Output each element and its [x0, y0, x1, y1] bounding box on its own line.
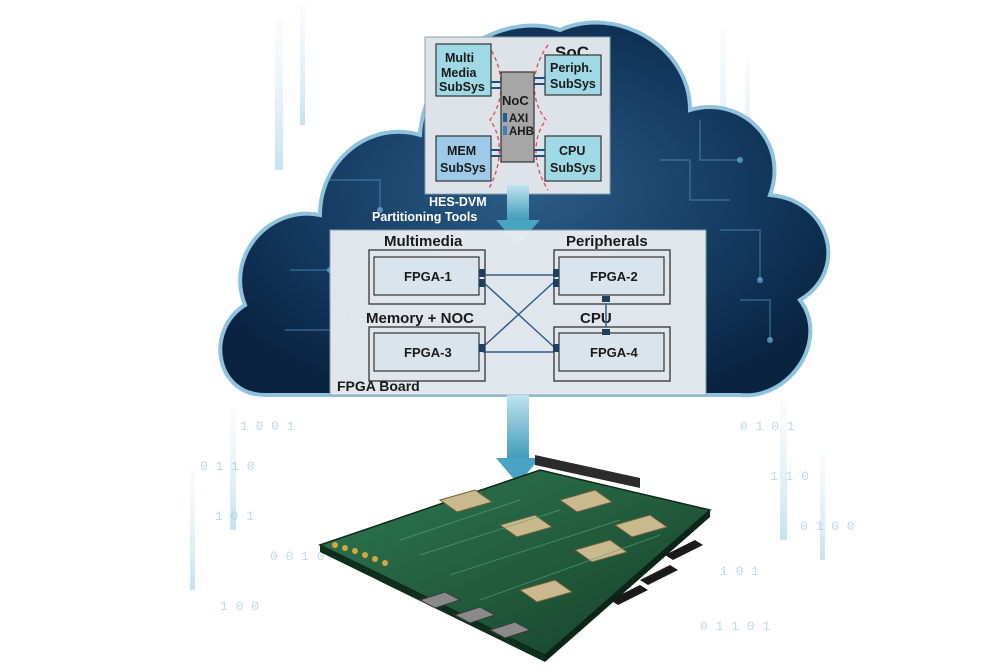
multimedia-subsys-box	[435, 43, 492, 97]
bus-ahb: AHB	[509, 126, 534, 138]
soc-panel: SoC Multi Media SubSys Periph. SubSys ME…	[424, 36, 611, 195]
mem-line1: MEM	[447, 144, 476, 158]
periph-line2: SubSys	[550, 77, 596, 91]
group-multimedia: Multimedia	[384, 233, 463, 250]
fpga1-box	[373, 256, 480, 296]
fpga2-box	[558, 256, 665, 296]
group-memory-noc: Memory + NOC	[366, 310, 474, 327]
fpga4-label: FPGA-4	[590, 345, 638, 360]
svg-text:1 1 0: 1 1 0	[770, 469, 809, 484]
group-cpu: CPU	[580, 310, 612, 327]
mem-line2: SubSys	[440, 161, 486, 175]
multimedia-line3: SubSys	[439, 80, 485, 94]
fpga2-label: FPGA-2	[590, 269, 638, 284]
multimedia-line2: Media	[441, 66, 477, 80]
fpga3-label: FPGA-3	[404, 345, 452, 360]
svg-text:1 0 1: 1 0 1	[720, 564, 759, 579]
noc-title: NoC	[502, 93, 529, 108]
periph-line1: Periph.	[550, 61, 592, 75]
svg-text:0 0 1 0: 0 0 1 0	[270, 549, 325, 564]
fpga-board-photo	[318, 455, 712, 662]
tools-line2: Partitioning Tools	[372, 210, 477, 224]
arrow-to-pcb	[496, 395, 540, 484]
svg-text:1 0 0: 1 0 0	[220, 599, 259, 614]
periph-subsys-box	[544, 54, 602, 96]
svg-text:1 0 1: 1 0 1	[215, 509, 254, 524]
svg-text:0 1 0 1: 0 1 0 1	[740, 419, 795, 434]
tools-line1: HES-DVM	[429, 195, 487, 209]
svg-text:0 1 1 0: 0 1 1 0	[200, 459, 255, 474]
svg-text:1 0 0 1: 1 0 0 1	[240, 419, 295, 434]
svg-text:0 1 1 0 1: 0 1 1 0 1	[700, 619, 770, 634]
fpga1-label: FPGA-1	[404, 269, 452, 284]
fpga4-box	[558, 332, 665, 372]
multimedia-line1: Multi	[445, 51, 474, 65]
fpga3-box	[373, 332, 480, 372]
cpu-line1: CPU	[559, 144, 585, 158]
svg-text:0 1 0 0: 0 1 0 0	[800, 519, 855, 534]
cpu-line2: SubSys	[550, 161, 596, 175]
fpga-board-panel: Multimedia Peripherals Memory + NOC CPU …	[329, 229, 707, 396]
group-peripherals: Peripherals	[566, 233, 648, 250]
bus-axi: AXI	[509, 113, 528, 125]
cpu-subsys-box	[544, 135, 602, 182]
board-label: FPGA Board	[337, 378, 420, 394]
mem-subsys-box	[435, 135, 492, 182]
